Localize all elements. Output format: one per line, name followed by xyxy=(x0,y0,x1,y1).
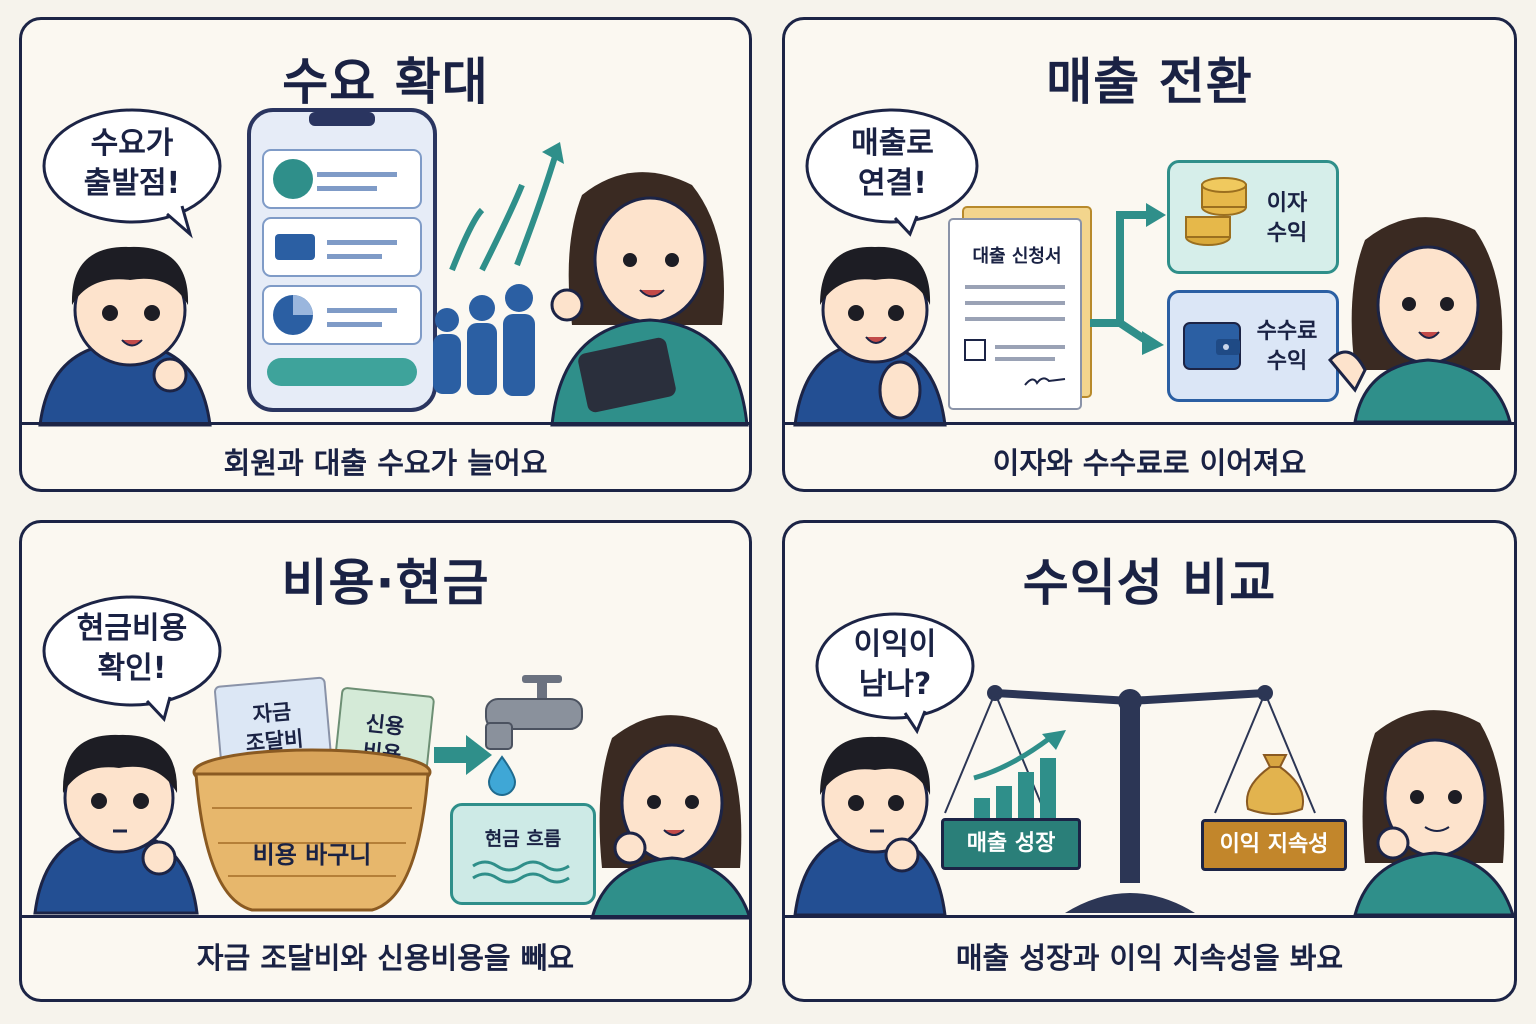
basket-label: 비용 바구니 xyxy=(252,841,372,869)
bubble-line-2: 확인! xyxy=(97,651,167,686)
faucet-icon xyxy=(485,675,583,750)
bubble-line-2: 연결! xyxy=(858,166,927,201)
interest-line-2: 수익 xyxy=(1266,221,1308,246)
panel-cost: 비용·현금 현금비용 확인! 자금 조달비 신용 비용 xyxy=(19,520,752,1002)
panel-title: 수익성 비교 xyxy=(1022,554,1277,612)
interest-card: 이자 수익 xyxy=(1167,160,1339,274)
woman-character xyxy=(1353,710,1514,917)
bar-chart-icon xyxy=(973,730,1066,818)
woman-character xyxy=(1327,217,1512,424)
woman-character xyxy=(590,715,749,920)
boy-character xyxy=(38,246,212,427)
tablet-icon xyxy=(578,337,676,413)
user-icon xyxy=(273,159,313,199)
bubble-line-1: 매출로 xyxy=(851,126,934,161)
panel-caption: 매출 성장과 이익 지속성을 봐요 xyxy=(955,941,1344,975)
fee-line-2: 수익 xyxy=(1266,349,1308,374)
cash-flow-label: 현금 흐름 xyxy=(484,828,562,850)
bubble-shape xyxy=(815,612,975,735)
panel-caption: 회원과 대출 수요가 늘어요 xyxy=(223,446,548,480)
wave-icon xyxy=(472,860,570,884)
woman-character xyxy=(550,172,749,427)
wallet-icon xyxy=(1183,322,1241,370)
divider xyxy=(22,915,749,918)
boy-character xyxy=(33,734,199,915)
crowd-icon xyxy=(433,284,535,396)
panel-profit: 수익성 비교 이익이 남나? 매출 성장 xyxy=(782,520,1517,1002)
document-title: 대출 신청서 xyxy=(972,246,1062,267)
divider xyxy=(22,422,749,425)
panel-caption: 이자와 수수료로 이어져요 xyxy=(992,446,1307,480)
bubble-line-1: 수요가 xyxy=(90,126,174,161)
speech-bubble: 매출로 연결! xyxy=(805,106,980,237)
interest-line-1: 이자 xyxy=(1266,191,1308,216)
panel-revenue: 매출 전환 매출로 연결! 대출 신청서 xyxy=(782,17,1517,492)
money-bag-icon xyxy=(1246,754,1304,815)
speech-bubble: 수요가 출발점! xyxy=(42,106,222,239)
divider xyxy=(785,422,1514,425)
left-plate: 매출 성장 xyxy=(941,818,1081,870)
bubble-shape xyxy=(42,595,222,722)
bubble-line-1: 현금비용 xyxy=(76,611,188,646)
action-bar xyxy=(267,358,417,386)
bubble-shape xyxy=(42,108,222,239)
speech-bubble: 현금비용 확인! xyxy=(42,593,222,722)
scale-icon xyxy=(944,685,1316,913)
panel-caption: 자금 조달비와 신용비용을 빼요 xyxy=(196,941,575,975)
speech-bubble: 이익이 남나? xyxy=(815,611,975,735)
boy-character xyxy=(793,736,947,917)
split-arrow-icon xyxy=(1090,203,1166,355)
panel-title: 수요 확대 xyxy=(282,53,489,111)
basket-icon xyxy=(192,748,432,912)
bubble-line-1: 이익이 xyxy=(853,627,937,662)
fee-line-1: 수수료 xyxy=(1256,319,1318,344)
document-icon xyxy=(948,206,1092,410)
boy-character xyxy=(793,246,947,427)
right-plate: 이익 지속성 xyxy=(1201,819,1347,871)
bubble-line-2: 출발점! xyxy=(83,166,181,201)
coins-icon xyxy=(1185,177,1247,246)
panel-title: 매출 전환 xyxy=(1046,53,1253,111)
fee-card: 수수료 수익 xyxy=(1167,290,1339,402)
cash-flow-box: 현금 흐름 xyxy=(450,803,596,905)
bubble-shape xyxy=(805,108,979,237)
card-icon xyxy=(275,234,315,260)
phone-icon xyxy=(247,108,437,412)
divider xyxy=(785,915,1514,918)
arrow-right-icon xyxy=(434,735,492,775)
droplet-icon xyxy=(487,755,517,796)
panel-title: 비용·현금 xyxy=(281,554,490,612)
panel-demand: 수요 확대 수요가 출발점! xyxy=(19,17,752,492)
bubble-line-2: 남나? xyxy=(858,667,932,702)
growth-arrow-icon xyxy=(449,142,564,272)
